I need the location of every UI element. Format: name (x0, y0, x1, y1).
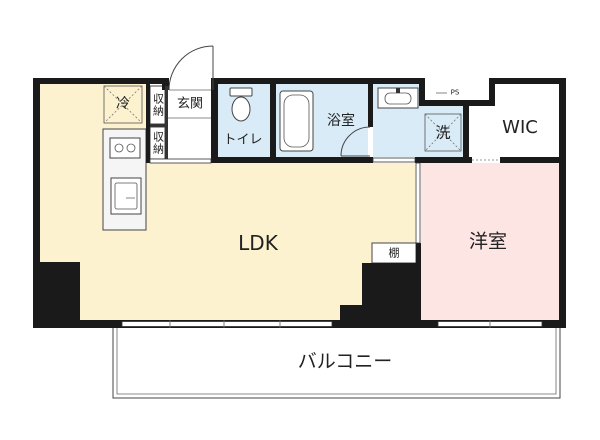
ps-notch-wall-bottom (419, 100, 495, 106)
column-bottom-left (33, 262, 80, 328)
bath-washroom-wall (368, 84, 373, 127)
fridge-cross-line (103, 85, 143, 124)
kitchen-sink (110, 177, 142, 215)
fridge-label: 冷 (116, 96, 130, 112)
western-room-floor (421, 163, 559, 320)
shelf-label: 棚 (388, 246, 400, 260)
toilet-bowl (231, 96, 251, 122)
western-room-window (437, 320, 543, 328)
outer-wall-right (559, 78, 566, 328)
wic-label: WIC (502, 117, 538, 138)
wet-area-bottom-wall (211, 157, 373, 163)
balcony-label: バルコニー (297, 350, 393, 373)
bath-label: 浴室 (327, 113, 355, 129)
toilet-fixture (229, 87, 253, 122)
wic-floor (469, 84, 559, 157)
western-room-left-wall (416, 243, 421, 263)
storage-partition (165, 86, 168, 159)
balcony-outer-rail (112, 328, 561, 399)
washbasin (377, 87, 419, 109)
fridge-space (103, 85, 143, 124)
toilet-wall-left (211, 84, 218, 163)
western-room-label: 洋室 (468, 230, 508, 253)
ps-notch-wall-left (419, 78, 425, 106)
bath-door-swing (340, 126, 371, 157)
ldk-label: LDK (238, 231, 278, 255)
column-bottom-center (340, 263, 421, 328)
stove-burner (126, 143, 136, 153)
outer-wall-top-middle (211, 78, 425, 84)
kitchen-counter (102, 128, 147, 231)
entrance-label: 玄関 (176, 96, 204, 112)
fridge-space-outline (103, 85, 143, 124)
pipe-space-label: PS (450, 88, 460, 97)
storage-lower-label: 収納 (151, 131, 165, 155)
western-room-top-wall-left (415, 157, 472, 163)
storage-divider (150, 124, 166, 127)
western-room-sliding-door (415, 162, 421, 244)
kitchen-partition-wall (146, 84, 150, 163)
entrance-door (168, 45, 214, 91)
toilet-label: トイレ (223, 132, 263, 148)
washer-space-outline (424, 113, 462, 152)
outer-wall-left (33, 78, 40, 328)
washer-cross-line (424, 113, 462, 152)
entrance-door-swing (168, 45, 214, 91)
stove (109, 137, 141, 159)
washer-space (424, 113, 462, 152)
washroom-sliding-door (372, 157, 416, 163)
entrance-floor (168, 84, 211, 159)
entrance-hall-opening (149, 158, 212, 164)
bathtub (279, 90, 314, 152)
outer-wall-top-left (33, 78, 168, 84)
stove-burner (114, 143, 124, 153)
balcony-inner-rail (116, 328, 557, 395)
ldk-window (121, 320, 333, 328)
fridge-cross-line (103, 85, 143, 124)
entrance-wall-stub (162, 78, 169, 90)
kitchen-sink-basin (114, 182, 138, 210)
washroom-wic-wall (463, 100, 469, 163)
bathtub-rim (279, 90, 314, 152)
toilet-tank (229, 87, 253, 97)
bathtub-basin (283, 94, 310, 148)
toilet-wall-right (270, 84, 276, 163)
washbasin-faucet (396, 88, 400, 93)
ldk-window-frame (121, 321, 333, 327)
western-room-top-wall-right (500, 157, 559, 163)
ps-notch-wall-right (489, 78, 495, 106)
washer-label: 洗 (435, 123, 451, 142)
storage-upper-label: 収納 (151, 93, 165, 117)
bath-door (340, 126, 371, 157)
balcony (112, 328, 561, 399)
outer-wall-top-right (489, 78, 566, 84)
